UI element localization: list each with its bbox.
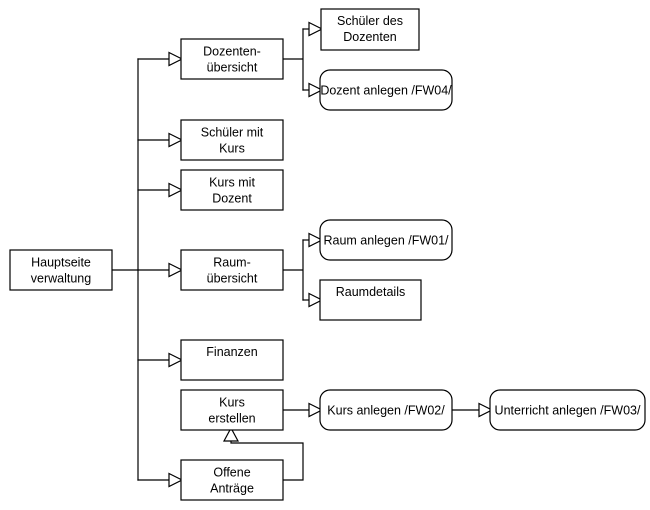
edge-branch-schueler-des-dozenten	[302, 21, 324, 37]
node-label: Dozenten	[343, 30, 397, 44]
node-label: Offene	[213, 466, 250, 480]
node-label: Kurs mit	[209, 176, 255, 190]
node-finanzen[interactable]: Finanzen	[180, 339, 284, 381]
node-kurs-anlegen-fw02[interactable]: Kurs anlegen /FW02/	[319, 389, 453, 431]
node-shape[interactable]	[180, 459, 284, 501]
edge-offene-antraege-kurs-erstellen	[222, 426, 304, 481]
node-unterricht-anlegen-fw03[interactable]: Unterricht anlegen /FW03/	[489, 389, 646, 431]
node-shape[interactable]	[180, 38, 284, 80]
node-hauptseite[interactable]: Hauptseite verwaltung	[9, 249, 113, 291]
node-label: übersicht	[207, 61, 258, 75]
edge-kurs-erstellen-kurs-anlegen	[282, 402, 324, 418]
arrowhead-right-icon	[168, 352, 184, 368]
arrowhead-right-icon	[168, 182, 184, 198]
arrowhead-right-icon	[308, 402, 324, 418]
node-shape[interactable]	[319, 69, 453, 111]
node-shape[interactable]	[180, 389, 284, 431]
edge-kurs-anlegen-unterricht-anlegen	[451, 402, 494, 418]
node-dozent-anlegen-fw04[interactable]: Dozent anlegen /FW04/	[319, 69, 453, 111]
edge-line	[230, 440, 304, 481]
node-label: verwaltung	[31, 272, 91, 286]
edge-trunk-raumuebersicht	[137, 262, 184, 278]
node-shape[interactable]	[180, 119, 284, 161]
node-shape[interactable]	[9, 249, 113, 291]
node-label: Hauptseite	[31, 256, 91, 270]
edge-line	[282, 28, 304, 91]
node-label: Raum anlegen /FW01/	[323, 234, 449, 248]
arrowhead-right-icon	[308, 21, 324, 37]
edge-raumuebersicht-branch	[282, 239, 304, 301]
arrowhead-right-icon	[168, 132, 184, 148]
node-shape[interactable]	[319, 389, 453, 431]
edge-trunk-schueler-mit-kurs	[137, 132, 184, 148]
node-label: Unterricht anlegen /FW03/	[495, 404, 641, 418]
edge-trunk-kurs-mit-dozent	[137, 182, 184, 198]
arrowhead-right-icon	[308, 292, 324, 308]
node-label: Dozenten-	[203, 45, 261, 59]
node-label: Kurs	[219, 396, 245, 410]
edge-trunk-finanzen	[137, 352, 184, 368]
node-kurs-erstellen[interactable]: Kurs erstellen	[180, 389, 284, 431]
node-shape[interactable]	[319, 219, 453, 261]
node-label: Schüler mit	[201, 126, 264, 140]
arrowhead-right-icon	[168, 472, 184, 488]
node-label: Kurs anlegen /FW02/	[327, 404, 445, 418]
node-label: Kurs	[219, 142, 245, 156]
node-label: Finanzen	[206, 345, 257, 359]
arrowhead-right-icon	[308, 82, 324, 98]
edge-line	[282, 239, 304, 301]
node-shape[interactable]	[180, 249, 284, 291]
node-dozentenuebersicht[interactable]: Dozenten-übersicht	[180, 38, 284, 80]
node-shape[interactable]	[319, 279, 422, 321]
edge-layer	[111, 21, 494, 488]
node-layer: HauptseiteverwaltungDozenten-übersichtSc…	[9, 8, 646, 501]
node-raum-anlegen-fw01[interactable]: Raum anlegen /FW01/	[319, 219, 453, 261]
arrowhead-right-icon	[168, 262, 184, 278]
node-raumuebersicht[interactable]: Raum-übersicht	[180, 249, 284, 291]
node-label: Schüler des	[337, 14, 403, 28]
arrowhead-up-icon	[222, 426, 240, 442]
edge-dozentenuebersicht-branch	[282, 28, 304, 91]
node-label: Dozent	[212, 192, 252, 206]
node-raumdetails[interactable]: Raumdetails	[319, 279, 422, 321]
edge-branch-raum-anlegen	[302, 232, 324, 248]
node-label: Raumdetails	[336, 285, 405, 299]
arrowhead-right-icon	[168, 51, 184, 67]
node-shape[interactable]	[180, 339, 284, 381]
node-shape[interactable]	[320, 8, 420, 51]
node-label: Anträge	[210, 482, 254, 496]
arrowhead-right-icon	[308, 232, 324, 248]
edge-branch-dozent-anlegen	[302, 82, 324, 98]
edge-trunk-offene-antraege	[137, 472, 184, 488]
node-label: übersicht	[207, 272, 258, 286]
node-shape[interactable]	[180, 169, 284, 211]
node-label: Raum-	[213, 256, 251, 270]
node-shape[interactable]	[489, 389, 646, 431]
node-label: erstellen	[208, 412, 255, 426]
edge-branch-raumdetails	[302, 292, 324, 308]
node-label: Dozent anlegen /FW04/	[320, 84, 452, 98]
edge-trunk-dozentenuebersicht	[137, 51, 184, 67]
arrowhead-right-icon	[478, 402, 494, 418]
